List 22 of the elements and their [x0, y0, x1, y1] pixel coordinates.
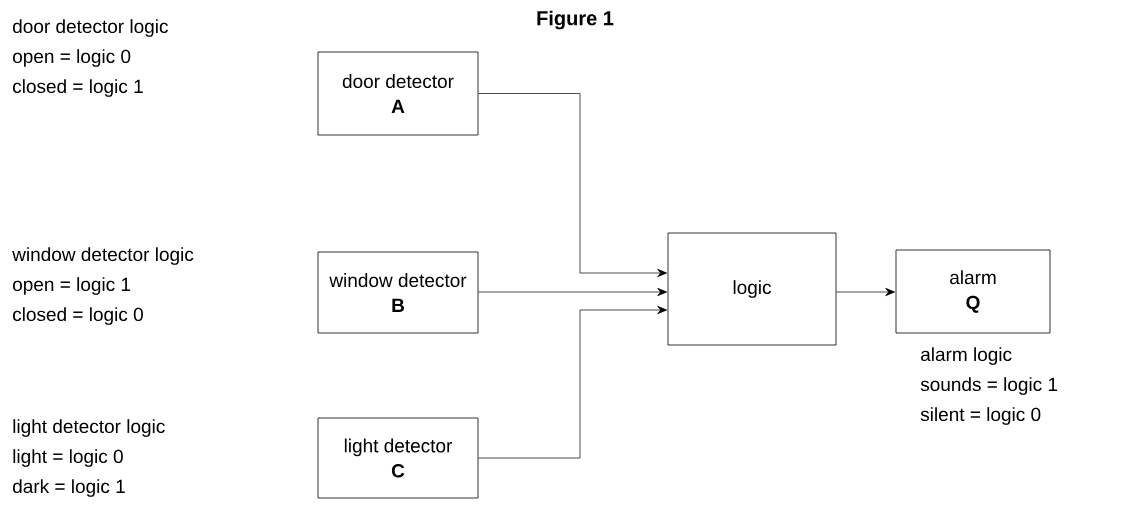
arrow: [836, 287, 896, 297]
logic-note: silent = logic 0: [920, 407, 1041, 425]
arrow: [478, 93, 668, 278]
logic-note: light detector logic: [13, 419, 165, 437]
logic-note: light = logic 0: [13, 449, 123, 467]
block-box: door detector A: [317, 51, 479, 136]
logic-note: door detector logic: [13, 19, 168, 37]
arrow: [478, 305, 668, 459]
block-box: window detector B: [317, 251, 479, 334]
block-box: alarm Q: [895, 249, 1051, 334]
logic-note: window detector logic: [12, 247, 194, 265]
logic-note: open = logic 1: [13, 277, 131, 295]
logic-note: closed = logic 0: [13, 307, 143, 325]
logic-note: alarm logic: [921, 347, 1012, 365]
block-box: logic: [667, 232, 837, 346]
figure-title: Figure 1: [537, 10, 614, 30]
logic-note: closed = logic 1: [13, 79, 143, 97]
logic-note: sounds = logic 1: [920, 377, 1058, 395]
arrow: [478, 287, 668, 297]
block-box: light detector C: [317, 417, 479, 499]
logic-note: open = logic 0: [13, 49, 131, 67]
logic-note: dark = logic 1: [13, 479, 125, 497]
